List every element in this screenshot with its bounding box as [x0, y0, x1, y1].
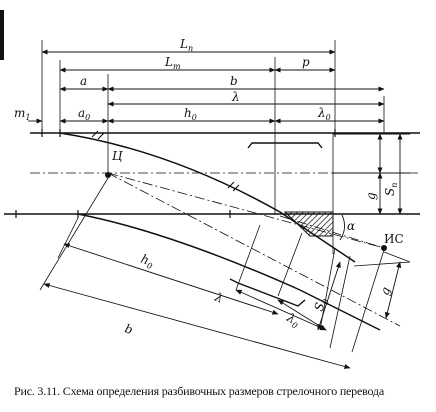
axis-to-IC — [107, 172, 385, 249]
frog-axis — [279, 215, 385, 249]
dim-S0 — [317, 261, 341, 331]
label-lambda0-top: λ0 — [317, 106, 331, 122]
straight-track — [4, 129, 420, 218]
label-g-right: g — [364, 192, 378, 200]
label-a0: a0 — [78, 106, 90, 122]
label-S0: S0 — [312, 296, 331, 314]
label-h0-top: h0 — [184, 106, 197, 122]
label-b-top: b — [230, 74, 238, 88]
diverging-axis — [107, 172, 401, 327]
label-g-low: g — [378, 285, 394, 297]
ic-point — [381, 245, 387, 251]
dim-g-low — [384, 261, 402, 319]
switch-center-point — [105, 172, 111, 178]
lower-dimensions — [43, 243, 402, 369]
label-Lt: Lт — [164, 55, 181, 71]
right-dimensions — [333, 133, 410, 215]
dim-h0-low — [63, 243, 279, 315]
labels: Lп Lт p a b λ m1 a0 h0 λ0 Ц Sп g α ИС h0… — [14, 37, 404, 337]
witness-lines — [41, 40, 385, 215]
curved-rail-1 — [59, 132, 356, 263]
label-lambda-top: λ — [231, 90, 240, 104]
curved-rail-2 — [77, 213, 381, 331]
label-ic: ИС — [384, 232, 404, 246]
label-a: a — [80, 74, 87, 88]
page-edge — [0, 10, 4, 60]
label-lambda-low: λ — [212, 290, 226, 306]
figure-caption: Рис. 3.11. Схема определения разбивочных… — [14, 384, 384, 398]
label-p: p — [302, 55, 310, 69]
label-m1: m1 — [14, 106, 30, 122]
label-Sn: Sп — [383, 183, 399, 196]
centerlines — [30, 172, 420, 327]
dim-b-low — [43, 283, 351, 369]
frog-verticals — [274, 134, 334, 254]
label-alpha: α — [347, 219, 355, 233]
lower-witness — [39, 177, 411, 353]
top-dimensions — [28, 49, 385, 124]
label-center: Ц — [112, 149, 123, 163]
label-b-low: b — [123, 321, 134, 337]
label-h0-low: h0 — [138, 252, 156, 271]
alpha-arc — [339, 214, 345, 241]
label-Ln: Lп — [179, 37, 193, 53]
